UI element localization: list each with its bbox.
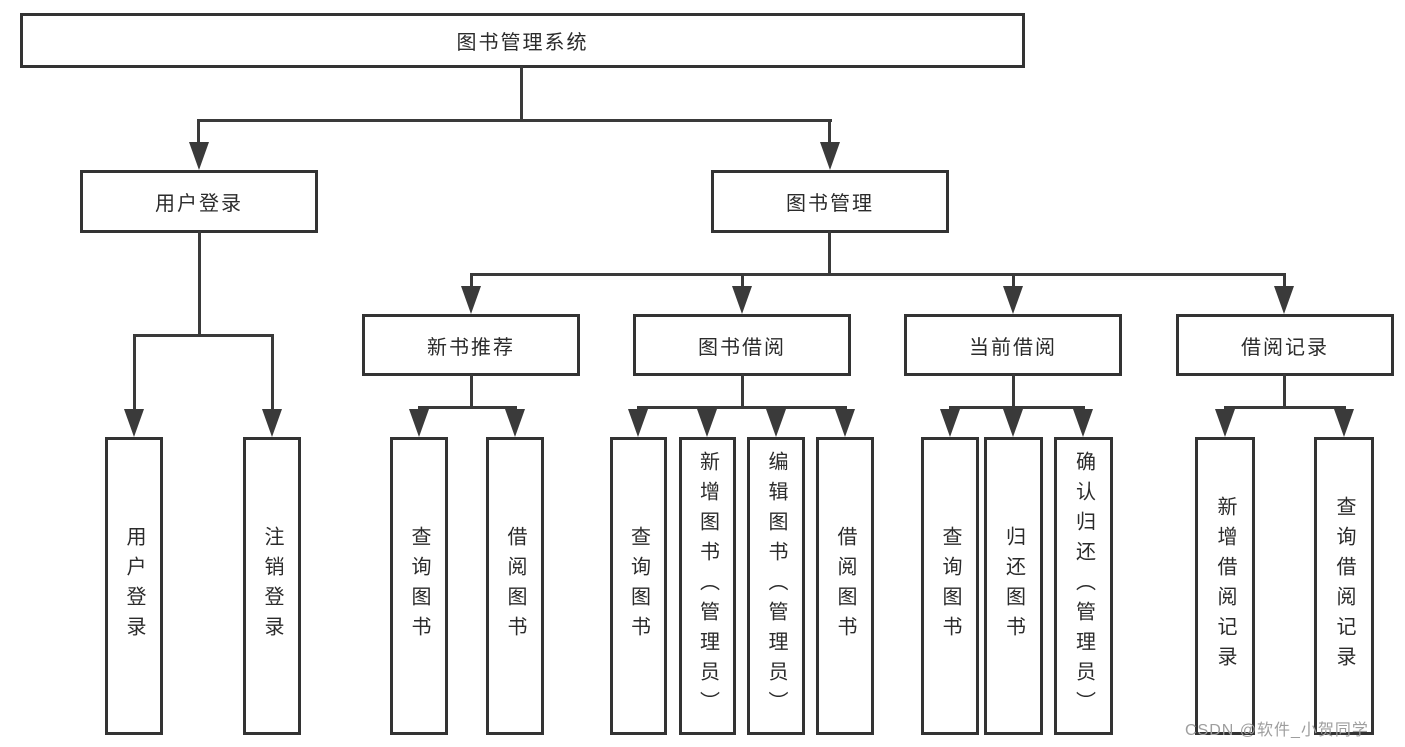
connector-stem-new-book <box>470 374 473 408</box>
leaf-label: 借阅图书 <box>834 526 856 646</box>
connector-drop-leaf-logout <box>271 334 274 411</box>
node-label: 当前借阅 <box>969 336 1057 359</box>
leaf-label: 借阅图书 <box>504 526 526 646</box>
leaf-label: 新增图书（管理员） <box>696 451 719 721</box>
node-label: 借阅记录 <box>1241 336 1329 359</box>
connector-bar-user-login <box>133 334 274 337</box>
arrowhead-leaf-edit-books <box>766 409 786 437</box>
connector-bar-new-book <box>418 406 516 409</box>
connector-drop-leaf-login <box>133 334 136 411</box>
connector-drop-borrow-records <box>1283 273 1286 289</box>
arrowhead-borrow-records <box>1274 286 1294 314</box>
leaf-return-books: 归还图书 <box>984 437 1043 735</box>
arrowhead-current-borrow <box>1003 286 1023 314</box>
leaf-label: 用户登录 <box>123 526 145 646</box>
leaf-label: 查询图书 <box>408 526 430 646</box>
arrowhead-leaf-borrow-books-2 <box>835 409 855 437</box>
connector-stem-user-login <box>198 231 201 336</box>
leaf-borrow-books-borrowing: 借阅图书 <box>816 437 874 735</box>
arrowhead-leaf-query-books-2 <box>628 409 648 437</box>
arrowhead-leaf-query-record <box>1334 409 1354 437</box>
leaf-query-books-current: 查询图书 <box>921 437 979 735</box>
connector-bar-book-borrow <box>637 406 846 409</box>
connector-bar-root <box>197 119 832 122</box>
connector-stem-current-borrow <box>1012 374 1015 408</box>
arrowhead-leaf-confirm-return <box>1073 409 1093 437</box>
connector-bar-book-management <box>470 273 1285 276</box>
connector-drop-user-login <box>197 119 200 145</box>
node-label: 图书管理系统 <box>456 32 589 54</box>
leaf-label: 查询借阅记录 <box>1333 496 1355 676</box>
leaf-label: 编辑图书（管理员） <box>765 451 787 721</box>
leaf-add-books-admin: 新增图书（管理员） <box>679 437 736 735</box>
leaf-query-books-newrec: 查询图书 <box>390 437 448 735</box>
node-label: 图书借阅 <box>698 336 786 359</box>
leaf-label: 归还图书 <box>1002 526 1025 646</box>
arrowhead-leaf-logout <box>262 409 282 437</box>
arrowhead-leaf-add-record <box>1215 409 1235 437</box>
connector-stem-root <box>520 66 523 121</box>
arrowhead-leaf-login <box>124 409 144 437</box>
connector-drop-new-book <box>470 273 473 289</box>
arrowhead-book-management <box>820 142 840 170</box>
connector-bar-current-borrow <box>949 406 1085 409</box>
connector-drop-book-management <box>828 119 831 145</box>
leaf-logout: 注销登录 <box>243 437 301 735</box>
leaf-label: 新增借阅记录 <box>1214 496 1236 676</box>
leaf-edit-books-admin: 编辑图书（管理员） <box>747 437 805 735</box>
node-borrowing-records: 借阅记录 <box>1176 314 1394 376</box>
arrowhead-leaf-add-books <box>697 409 717 437</box>
arrowhead-leaf-query-books-3 <box>940 409 960 437</box>
connector-bar-borrow-records <box>1224 406 1345 409</box>
connector-drop-book-borrow <box>741 273 744 289</box>
csdn-watermark: CSDN @软件_小贺同学 <box>1185 722 1369 739</box>
node-book-management: 图书管理 <box>711 170 949 233</box>
leaf-label: 注销登录 <box>261 526 283 646</box>
leaf-borrow-books-newrec: 借阅图书 <box>486 437 544 735</box>
node-book-borrowing: 图书借阅 <box>633 314 851 376</box>
arrowhead-book-borrow <box>732 286 752 314</box>
leaf-confirm-return-admin: 确认归还（管理员） <box>1054 437 1113 735</box>
arrowhead-user-login <box>189 142 209 170</box>
node-label: 图书管理 <box>786 193 874 215</box>
connector-stem-book-borrow <box>741 374 744 408</box>
arrowhead-leaf-query-books-1 <box>409 409 429 437</box>
leaf-query-borrow-record: 查询借阅记录 <box>1314 437 1374 735</box>
node-user-login: 用户登录 <box>80 170 318 233</box>
node-label: 新书推荐 <box>427 336 515 359</box>
leaf-add-borrow-record: 新增借阅记录 <box>1195 437 1255 735</box>
connector-drop-current-borrow <box>1012 273 1015 289</box>
node-current-borrowing: 当前借阅 <box>904 314 1122 376</box>
leaf-label: 查询图书 <box>939 526 961 646</box>
connector-stem-book-management <box>828 231 831 275</box>
node-new-book-recommend: 新书推荐 <box>362 314 580 376</box>
leaf-user-login: 用户登录 <box>105 437 163 735</box>
leaf-query-books-borrowing: 查询图书 <box>610 437 667 735</box>
arrowhead-new-book <box>461 286 481 314</box>
leaf-label: 查询图书 <box>627 526 650 646</box>
node-library-management-system: 图书管理系统 <box>20 13 1025 68</box>
arrowhead-leaf-borrow-books-1 <box>505 409 525 437</box>
arrowhead-leaf-return-books <box>1003 409 1023 437</box>
leaf-label: 确认归还（管理员） <box>1072 451 1095 721</box>
connector-stem-borrow-records <box>1283 374 1286 408</box>
node-label: 用户登录 <box>155 193 243 215</box>
